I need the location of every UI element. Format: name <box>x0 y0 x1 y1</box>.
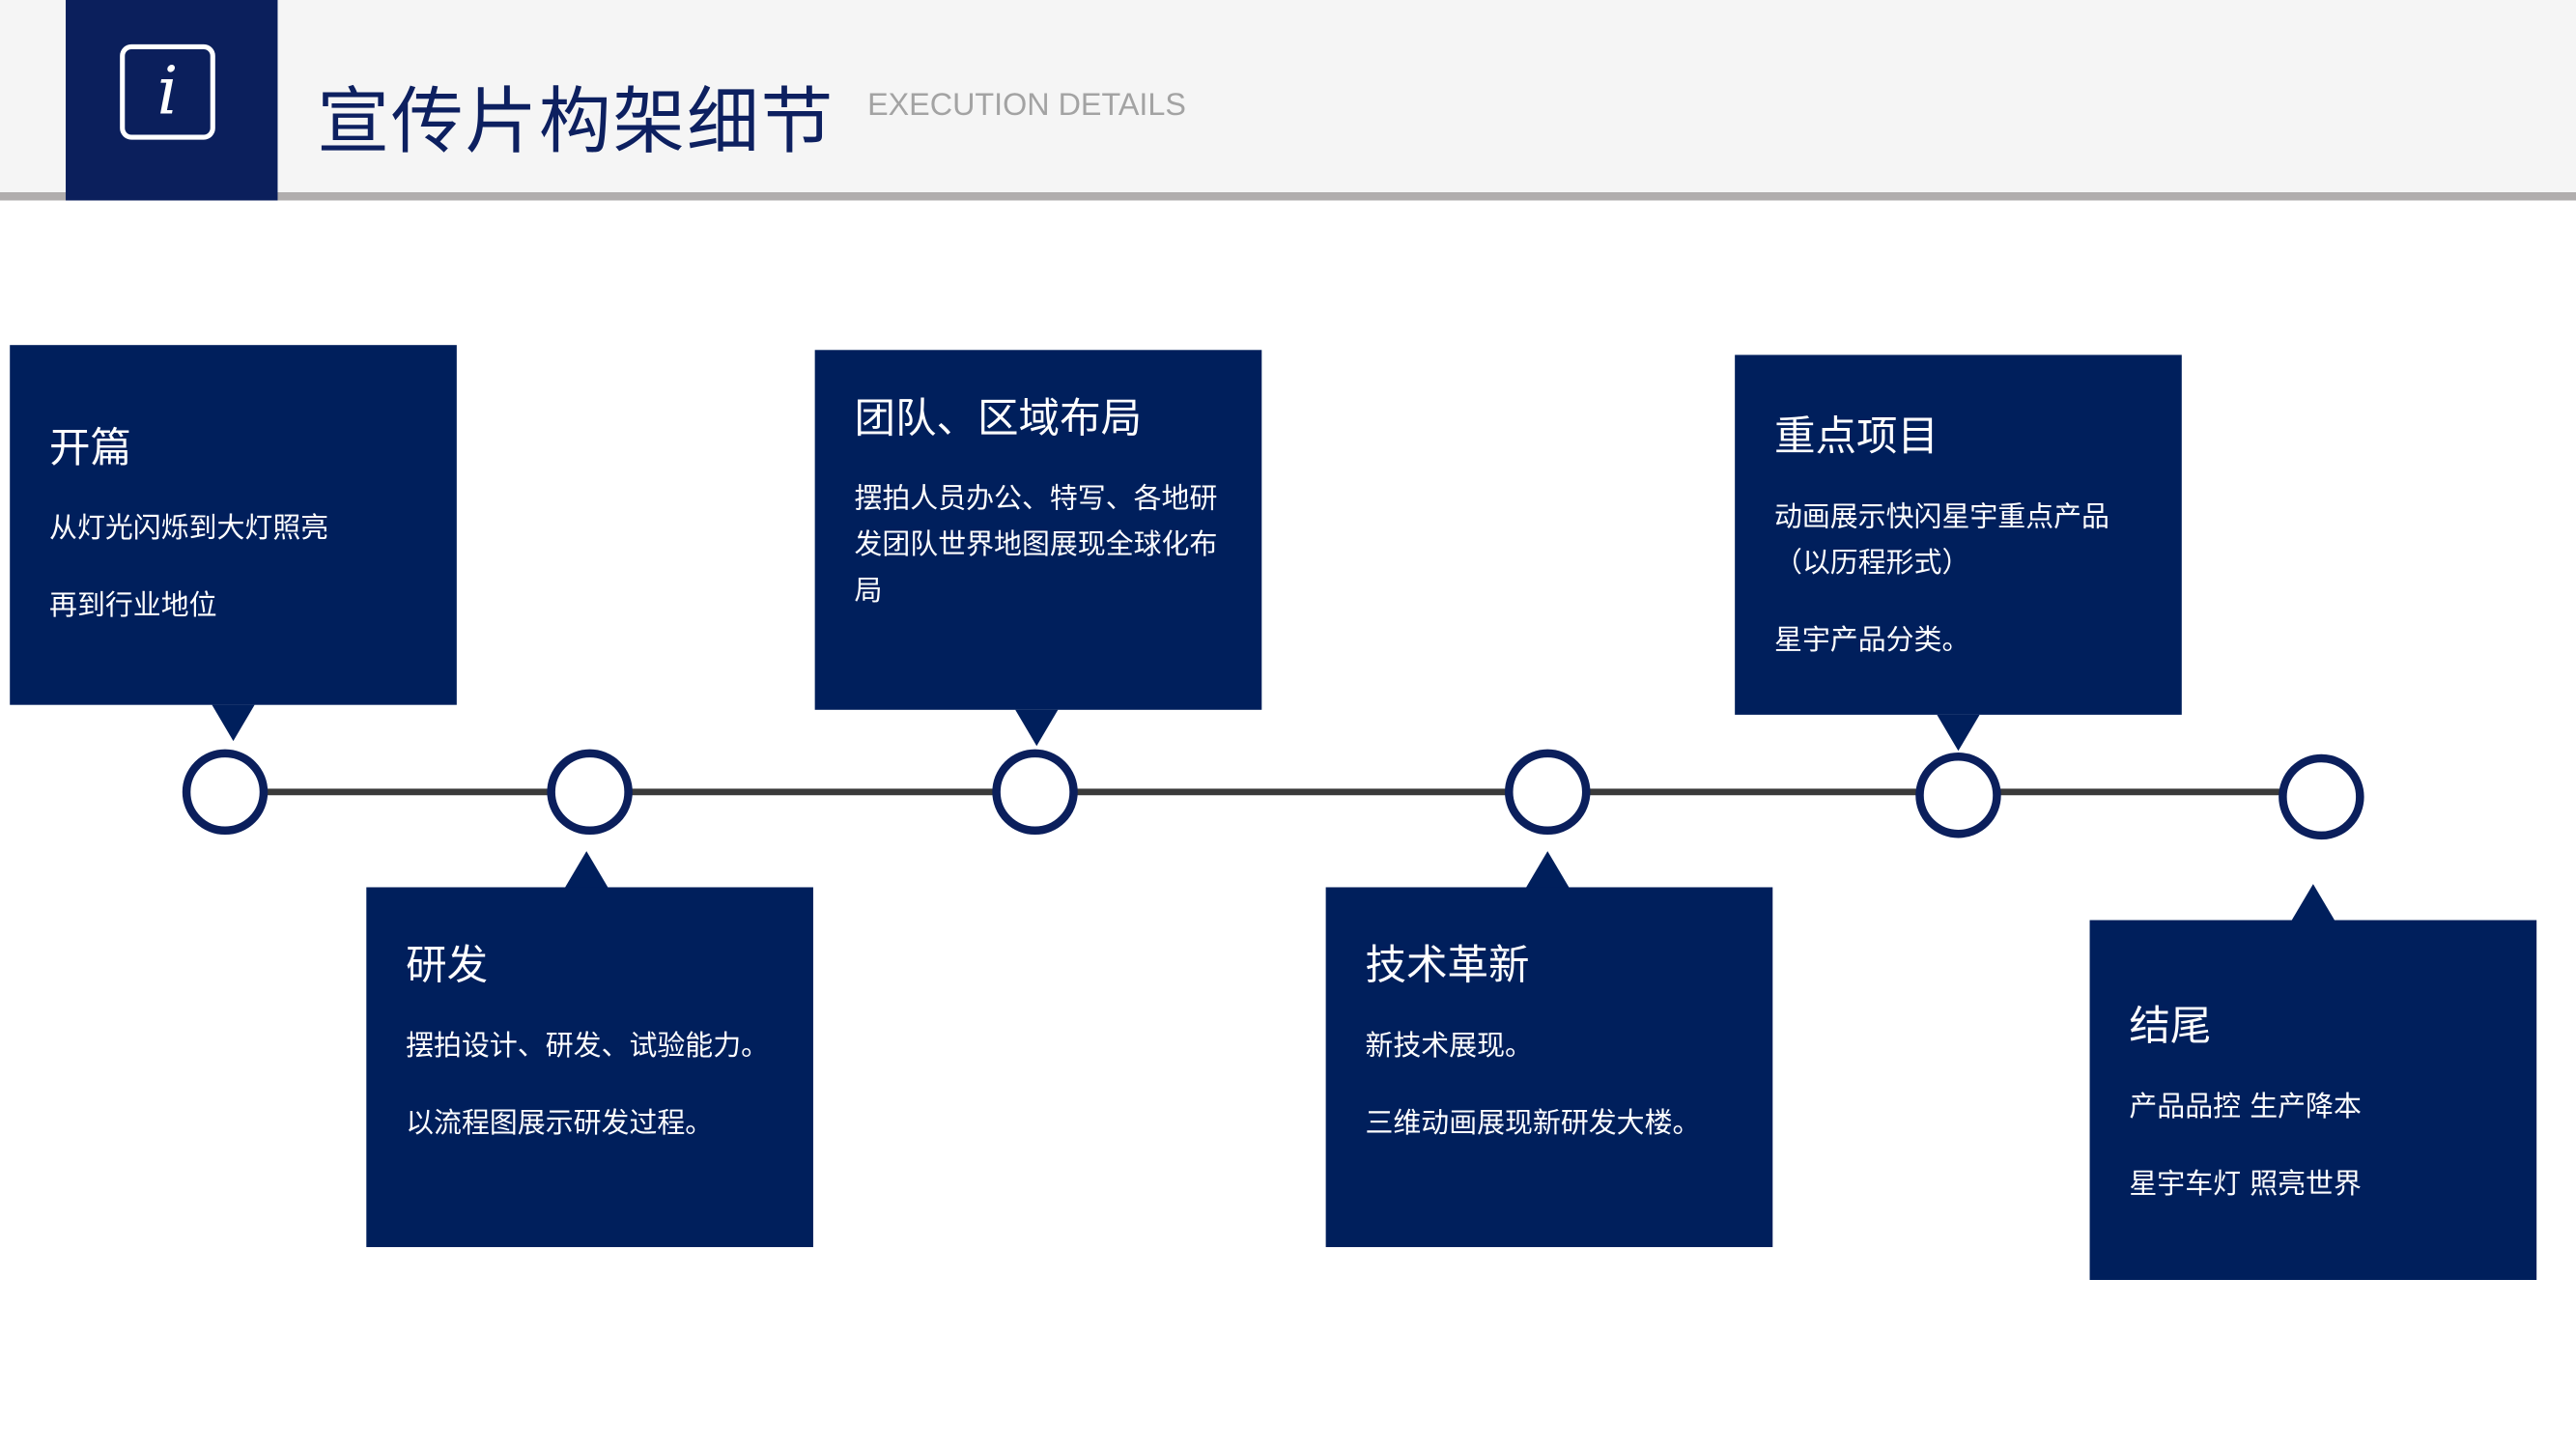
timeline-card: 重点项目动画展示快闪星宇重点产品（以历程形式） 星宇产品分类。 <box>1735 355 2182 715</box>
timeline-node <box>992 749 1078 836</box>
card-title: 技术革新 <box>1365 941 1530 989</box>
card-title: 结尾 <box>2129 1002 2212 1050</box>
card-text: 星宇产品分类。 <box>1773 624 1970 658</box>
timeline-card: 结尾产品品控 生产降本星宇车灯 照亮世界 <box>2089 920 2537 1281</box>
callout-pointer <box>212 704 255 742</box>
timeline-line <box>225 788 2322 796</box>
timeline-node <box>547 749 633 836</box>
card-text: 摆拍设计、研发、试验能力。 <box>406 1030 770 1064</box>
timeline-card: 研发摆拍设计、研发、试验能力。以流程图展示研发过程。 <box>366 887 813 1247</box>
timeline-node <box>182 749 269 836</box>
card-text: 以流程图展示研发过程。 <box>406 1107 714 1141</box>
callout-pointer <box>1015 709 1059 747</box>
callout-pointer <box>1526 851 1570 888</box>
card-text: 再到行业地位 <box>49 589 217 623</box>
timeline-node <box>1915 753 2001 838</box>
header <box>0 0 2576 193</box>
card-text: 星宇车灯 照亮世界 <box>2129 1168 2362 1202</box>
card-text: 动画展示快闪星宇重点产品（以历程形式） <box>1773 500 2109 581</box>
callout-pointer <box>2291 884 2335 921</box>
timeline-card: 开篇从灯光闪烁到大灯照亮再到行业地位 <box>10 345 457 705</box>
card-text: 从灯光闪烁到大灯照亮 <box>49 512 329 546</box>
page-title: 宣传片构架细节 <box>317 80 835 165</box>
card-text: 摆拍人员办公、特写、各地研发团队世界地图展现全球化布局 <box>854 483 1218 609</box>
timeline-card: 技术革新新技术展现。三维动画展现新研发大楼。 <box>1325 887 1773 1247</box>
card-title: 研发 <box>406 941 489 989</box>
info-icon: i <box>120 43 215 140</box>
header-divider <box>0 192 2576 201</box>
callout-pointer <box>1937 714 1980 752</box>
card-text: 三维动画展现新研发大楼。 <box>1365 1107 1701 1141</box>
card-text: 新技术展现。 <box>1365 1030 1533 1064</box>
page-subtitle: EXECUTION DETAILS <box>867 88 1186 124</box>
card-title: 团队、区域布局 <box>854 394 1143 442</box>
header-icon-block: i <box>66 0 278 201</box>
timeline-card: 团队、区域布局摆拍人员办公、特写、各地研发团队世界地图展现全球化布局 <box>814 350 1262 710</box>
card-title: 重点项目 <box>1773 412 1939 461</box>
callout-pointer <box>565 851 609 888</box>
card-text: 产品品控 生产降本 <box>2129 1091 2362 1124</box>
card-title: 开篇 <box>49 423 132 472</box>
timeline-node <box>1505 749 1591 836</box>
timeline-node <box>2279 753 2364 840</box>
